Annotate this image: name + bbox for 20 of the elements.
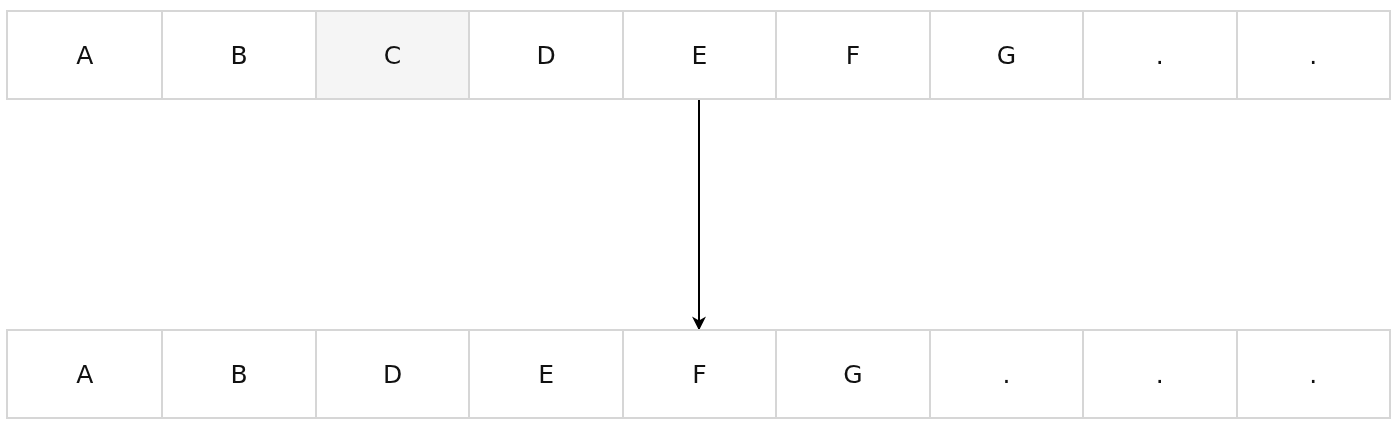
array-slot: . xyxy=(1082,331,1236,417)
array-slot: D xyxy=(314,331,469,417)
arrow xyxy=(692,99,706,331)
array-slot: G xyxy=(775,331,929,417)
array-slot: . xyxy=(1235,331,1389,417)
array-slot: B xyxy=(161,331,315,417)
array-slot: . xyxy=(1235,12,1389,98)
array-slot: A xyxy=(8,331,162,417)
array-strip xyxy=(6,329,1391,419)
array-slot: D xyxy=(468,12,622,98)
array-slot: . xyxy=(1082,12,1236,98)
array-slot: E xyxy=(468,331,622,417)
array-slot: A xyxy=(8,12,162,98)
array-slot: F xyxy=(621,331,776,417)
array-strip xyxy=(6,10,1391,100)
array-slot: E xyxy=(621,12,776,98)
array-slot: F xyxy=(775,12,929,98)
array-slot: G xyxy=(928,12,1083,98)
shaded-slot: C xyxy=(314,12,469,98)
array-slot: . xyxy=(928,331,1083,417)
